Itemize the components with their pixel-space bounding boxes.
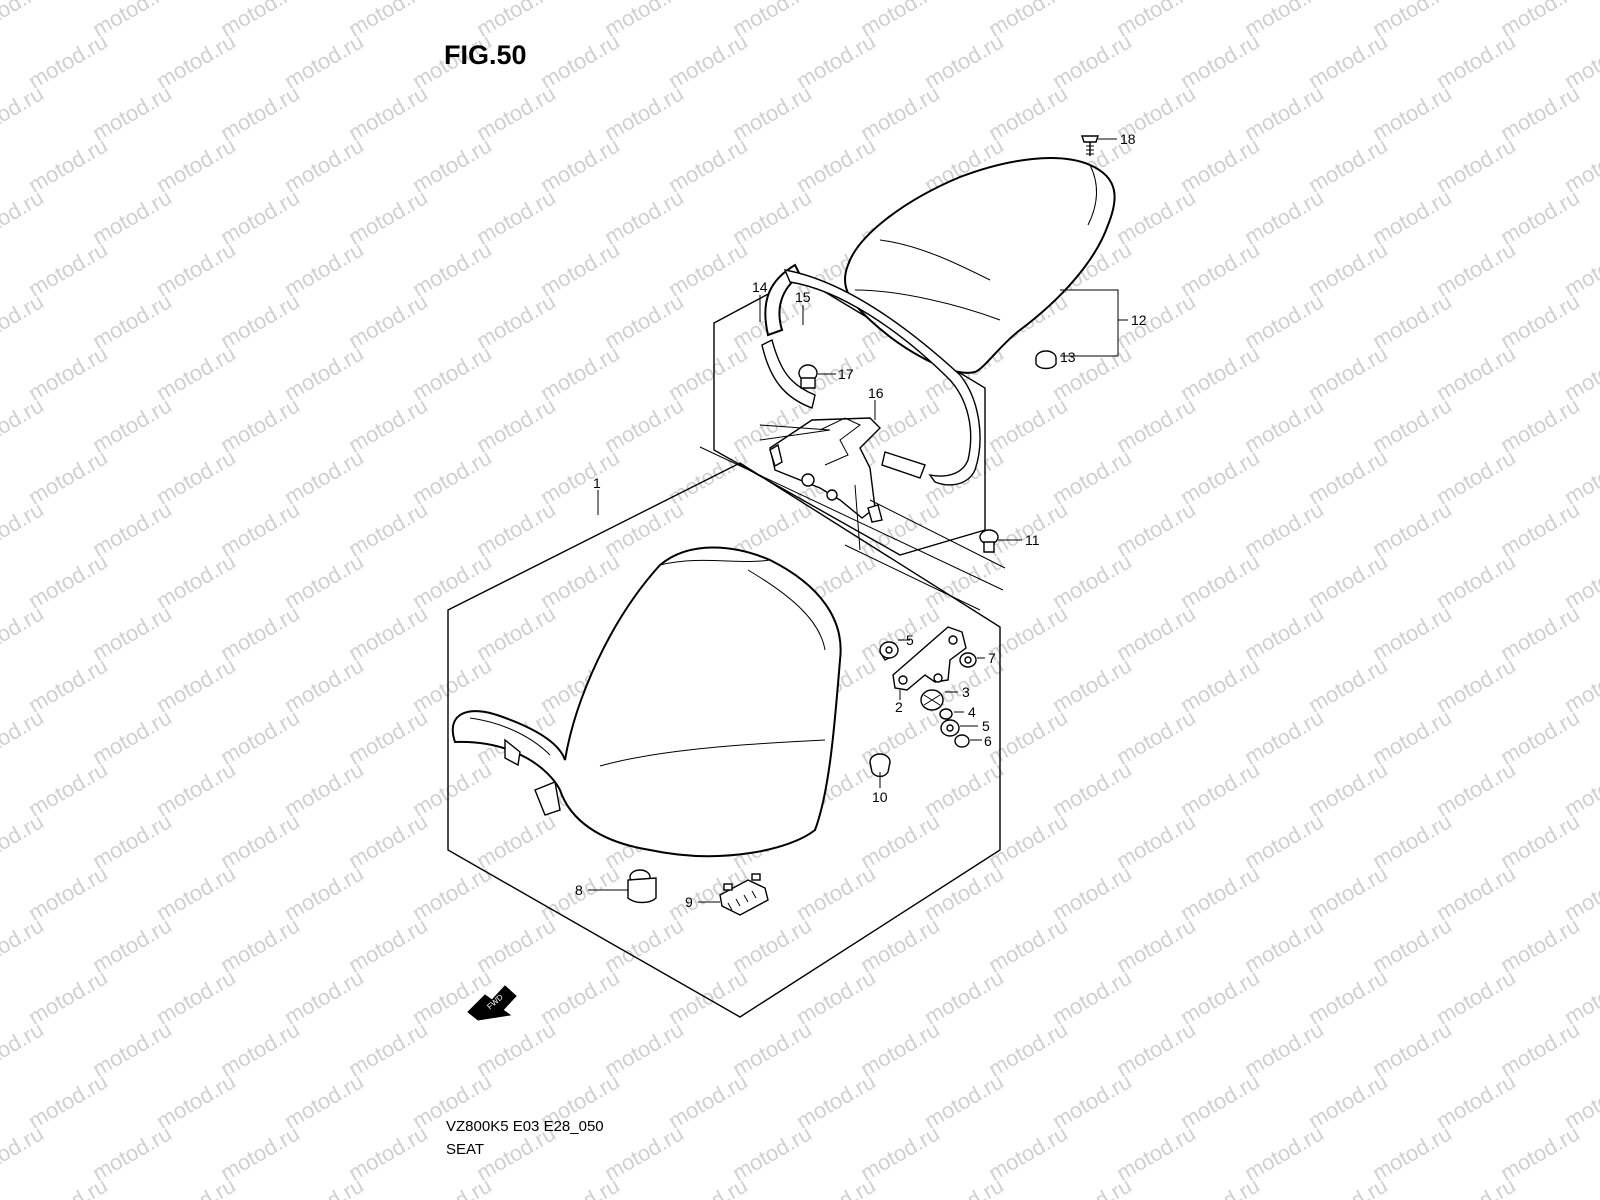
rear-seat-frame <box>761 263 981 486</box>
assembly-line-b <box>844 544 981 611</box>
figure-code: VZ800K5 E03 E28_050 <box>446 1118 604 1135</box>
callout-11: 11 <box>1025 532 1040 548</box>
callout-4: 4 <box>968 704 976 720</box>
fwd-arrow-icon: FWD <box>467 985 517 1021</box>
callout-8: 8 <box>575 882 583 898</box>
callout-1: 1 <box>593 475 601 491</box>
callout-10: 10 <box>872 789 888 805</box>
main-seat <box>451 546 842 858</box>
callout-16: 16 <box>868 385 884 401</box>
part-13-cushion <box>1035 350 1057 370</box>
callout-6: 6 <box>984 733 992 749</box>
part-5-washer-upper <box>879 641 899 659</box>
callout-12: 12 <box>1131 312 1147 328</box>
callout-5-lower: 5 <box>982 718 990 734</box>
figure-title: FIG.50 <box>444 40 527 70</box>
part-11-bolt <box>979 529 999 553</box>
assembly-line-e <box>869 499 1006 569</box>
figure-name: SEAT <box>446 1141 485 1158</box>
part-17-nut <box>798 364 818 389</box>
rear-seat <box>844 157 1116 374</box>
rear-seat-bracket <box>769 417 883 523</box>
callout-14: 14 <box>752 279 768 295</box>
part-18-screw <box>1081 135 1099 156</box>
callout-9: 9 <box>685 894 693 910</box>
assembly-line-a <box>699 446 1004 591</box>
callout-3: 3 <box>962 684 970 700</box>
leader-12 <box>1060 289 1119 357</box>
callout-2: 2 <box>895 699 903 715</box>
part-7-nut <box>959 652 977 668</box>
part-10-cushion <box>869 753 891 778</box>
assembly-line-d <box>759 424 831 441</box>
part-2-bracket <box>879 626 967 691</box>
assembly-line-c <box>854 484 861 551</box>
callout-7: 7 <box>988 650 996 666</box>
callout-18: 18 <box>1120 131 1136 147</box>
callout-13: 13 <box>1060 349 1076 365</box>
part-8-cushion <box>627 869 657 904</box>
callout-15: 15 <box>795 289 811 305</box>
main-seat-group-outline <box>447 462 1001 1018</box>
part-9-rubber-block <box>719 873 769 916</box>
callout-5-upper: 5 <box>906 632 914 648</box>
callout-17: 17 <box>838 366 854 382</box>
part-5-washer-lower <box>940 719 960 737</box>
part-3-grommet <box>920 689 944 711</box>
part-6-nut <box>954 734 970 748</box>
part-4-washer <box>939 708 953 720</box>
